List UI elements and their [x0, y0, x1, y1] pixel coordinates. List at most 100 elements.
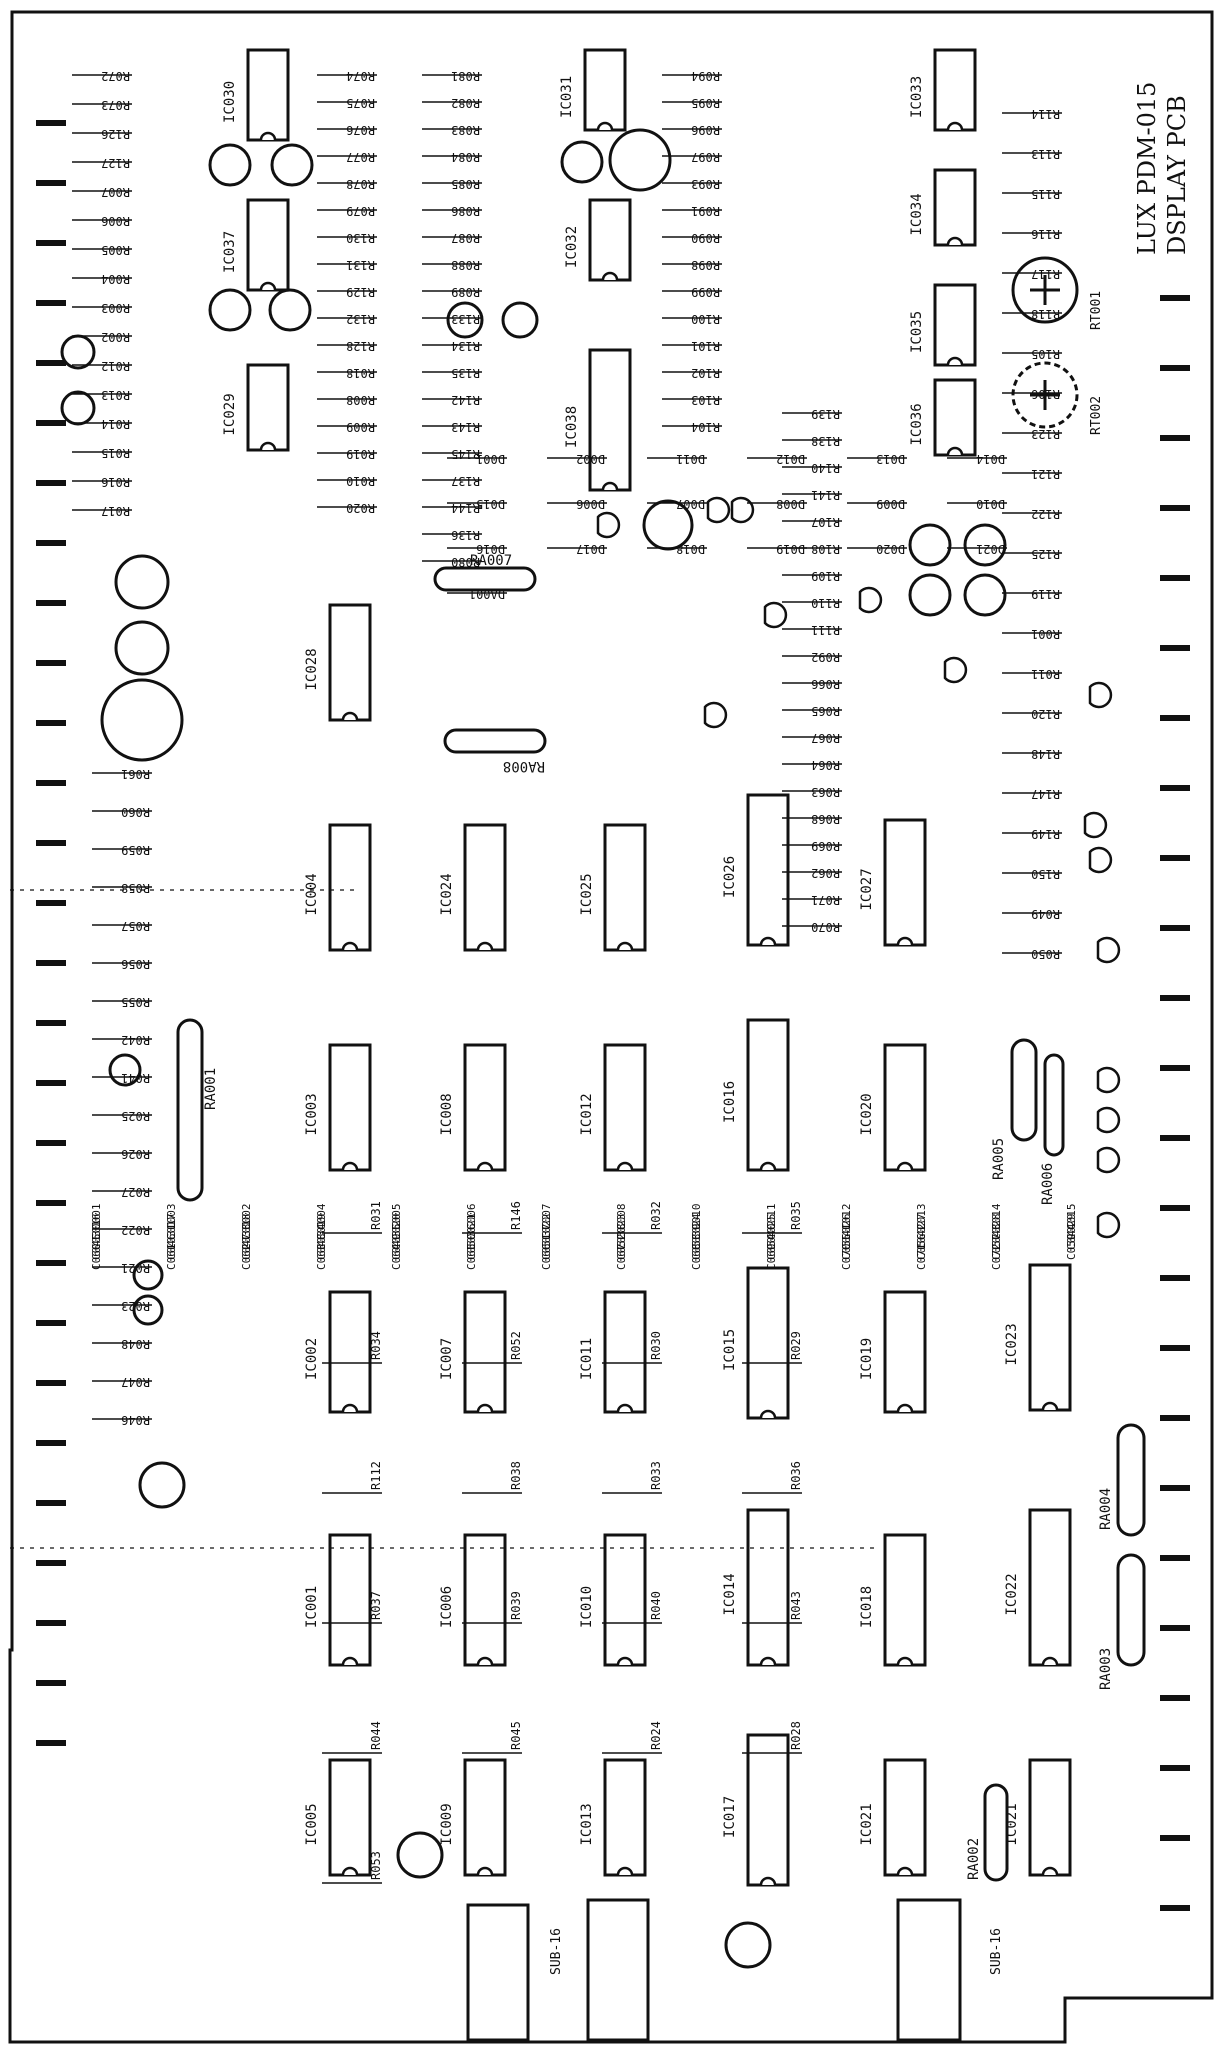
label-ra007: RA007 — [470, 553, 512, 569]
ref-r001: R001 — [1031, 627, 1060, 641]
label-ra005: RA005 — [991, 1138, 1007, 1180]
transistor-q006 — [703, 701, 728, 729]
ref-r076: R076 — [346, 123, 375, 137]
ref-c056: C056 — [915, 1234, 928, 1261]
ref-d020: D020 — [876, 542, 905, 556]
ref-c026: C026 — [840, 1214, 853, 1241]
ref-r014: R014 — [101, 417, 130, 431]
transistor-q010 — [858, 586, 883, 614]
ref-c066: C066 — [540, 1244, 553, 1271]
ref-r035: R035 — [789, 1201, 803, 1230]
ref-c020: C020 — [390, 1214, 403, 1241]
connector-label-right: SUB-16 — [989, 1928, 1004, 1975]
ref-r109: R109 — [811, 569, 840, 583]
ic-label: IC023 — [1004, 1323, 1020, 1365]
ref-c069: C069 — [765, 1244, 778, 1271]
ic-label: IC012 — [579, 1093, 595, 1135]
ref-c023: C023 — [615, 1214, 628, 1241]
ref-r146: R146 — [509, 1201, 523, 1230]
ref-d013: D013 — [876, 452, 905, 466]
edge-pad — [36, 360, 66, 366]
board-title-line2: DSPLAY PCB — [1163, 95, 1191, 255]
ic-label: IC028 — [304, 648, 320, 690]
edge-pad — [36, 1020, 66, 1026]
ic-ic029: IC029 — [222, 363, 290, 452]
ref-d015: D015 — [476, 497, 505, 511]
ref-c029: C029 — [1065, 1214, 1078, 1241]
ic-label: IC029 — [222, 393, 238, 435]
ref-r091: R091 — [691, 204, 720, 218]
ic-label: IC008 — [439, 1093, 455, 1135]
ic-label: IC016 — [722, 1081, 738, 1123]
ic-label: IC031 — [559, 76, 575, 118]
edge-pad — [1160, 925, 1190, 931]
ref-d012: D012 — [776, 452, 805, 466]
ref-r093: R093 — [691, 177, 720, 191]
ref-r125: R125 — [1031, 547, 1060, 561]
edge-pad — [36, 1140, 66, 1146]
ref-r016: R016 — [101, 475, 130, 489]
ref-r149: R149 — [1031, 827, 1060, 841]
ic-label: IC004 — [304, 873, 320, 915]
edge-pad — [36, 1440, 66, 1446]
ref-c027: C027 — [915, 1214, 928, 1241]
ref-d017: D017 — [576, 542, 605, 556]
ic-ic021: IC021 — [1004, 1758, 1072, 1877]
edge-pad — [36, 960, 66, 966]
label-rt001: RT001 — [1089, 291, 1104, 330]
ref-r104: R104 — [691, 420, 720, 434]
ref-c054: C054 — [765, 1233, 778, 1260]
resistor-array-ra004 — [1116, 1423, 1146, 1537]
ref-r103: R103 — [691, 393, 720, 407]
ref-r085: R085 — [451, 177, 480, 191]
ref-c036: C036 — [465, 1224, 478, 1251]
ic-label: IC026 — [722, 856, 738, 898]
ref-c011: C011 — [765, 1204, 778, 1231]
ref-r030: R030 — [649, 1331, 663, 1360]
resistor-array-ra006 — [1043, 1053, 1065, 1157]
ic-ic023: IC023 — [1004, 1263, 1072, 1412]
ref-r140: R140 — [811, 461, 840, 475]
ref-d019: D019 — [776, 542, 805, 556]
ref-r142: R142 — [451, 393, 480, 407]
ref-c019: C019 — [315, 1214, 328, 1241]
ref-r012: R012 — [101, 359, 130, 373]
edge-pad — [36, 780, 66, 786]
ic-ic038: IC038 — [564, 348, 632, 492]
ref-r081: R081 — [451, 69, 480, 83]
ref-c003: C003 — [165, 1204, 178, 1231]
ref-r021: R021 — [121, 1261, 150, 1275]
ref-c048: C048 — [315, 1234, 328, 1261]
ref-c040: C040 — [765, 1224, 778, 1251]
ic-ic002: IC002 — [304, 1290, 372, 1414]
ref-c047: C047 — [240, 1234, 253, 1261]
ic-ic030: IC030 — [222, 48, 290, 142]
ref-c062: C062 — [240, 1244, 253, 1271]
edge-pad — [36, 1680, 66, 1686]
ref-c067: C067 — [615, 1244, 628, 1271]
ic-label: IC027 — [859, 868, 875, 910]
right-edge-pads — [1160, 295, 1190, 1911]
ic-label: IC022 — [1004, 1573, 1020, 1615]
ic-label: IC015 — [722, 1329, 738, 1371]
ref-r062: R062 — [811, 866, 840, 880]
ref-r036: R036 — [789, 1461, 803, 1490]
ref-c018: C018 — [240, 1214, 253, 1241]
ic-ic010: IC010 — [579, 1533, 647, 1667]
ic-label: IC020 — [859, 1093, 875, 1135]
ref-r097: R097 — [691, 150, 720, 164]
ref-c052: C052 — [615, 1234, 628, 1261]
ref-r022: R022 — [121, 1223, 150, 1237]
ref-r034: R034 — [369, 1331, 383, 1360]
ref-r100: R100 — [691, 312, 720, 326]
edge-pad — [36, 1620, 66, 1626]
ref-c001: C001 — [90, 1204, 103, 1231]
ref-r045: R045 — [509, 1721, 523, 1750]
ref-r102: R102 — [691, 366, 720, 380]
ref-c031: C031 — [165, 1224, 178, 1251]
ic-ic006: IC006 — [439, 1533, 507, 1667]
bottom-connectors — [466, 1898, 962, 2042]
board-title-line1: LUX PDM-015 — [1133, 82, 1161, 255]
ref-r027: R027 — [121, 1185, 150, 1199]
ref-r067: R067 — [811, 731, 840, 745]
